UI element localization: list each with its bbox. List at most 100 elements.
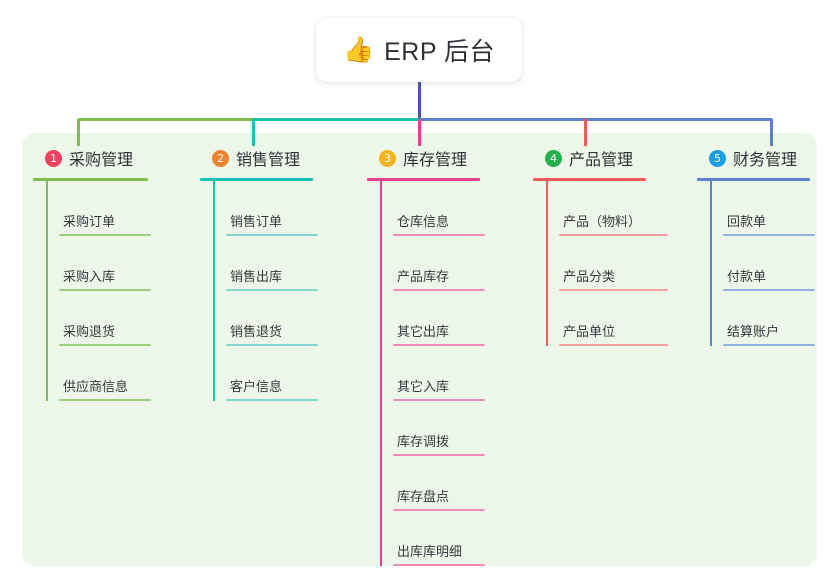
root-node-erp-backend[interactable]: 👍 ERP 后台 [316, 18, 522, 82]
column-items-5: 回款单付款单结算账户 [697, 181, 815, 346]
menu-item[interactable]: 产品库存 [393, 236, 485, 291]
menu-item-rule [226, 344, 318, 346]
column-items-2: 销售订单销售出库销售退货客户信息 [200, 181, 318, 401]
menu-item-label: 销售出库 [230, 269, 283, 284]
column-items-3: 仓库信息产品库存其它出库其它入库库存调拨库存盘点出库库明细 [367, 181, 485, 566]
menu-item-rule [226, 399, 318, 401]
column-title-1: 采购管理 [69, 152, 134, 169]
menu-item-rule [723, 234, 815, 236]
column-header-4[interactable]: 4 产品管理 [533, 146, 646, 170]
column-badge-2: 2 [212, 149, 229, 167]
column-spine-1 [46, 181, 48, 401]
column-spine-4 [546, 181, 548, 346]
menu-item-rule [59, 289, 151, 291]
menu-item[interactable]: 库存调拨 [393, 401, 485, 456]
column-header-1[interactable]: 1 采购管理 [33, 146, 148, 170]
menu-item-label: 销售订单 [230, 214, 283, 229]
menu-item[interactable]: 产品（物料） [559, 181, 668, 236]
menu-item-label: 其它入库 [397, 379, 450, 394]
menu-item-rule [226, 289, 318, 291]
column-header-3[interactable]: 3 库存管理 [367, 146, 480, 170]
menu-item[interactable]: 结算账户 [723, 291, 815, 346]
column-header-rule-4 [533, 178, 646, 181]
menu-item-label: 销售退货 [230, 324, 283, 339]
menu-item-rule [59, 344, 151, 346]
menu-item[interactable]: 采购订单 [59, 181, 151, 236]
menu-item-label: 产品库存 [397, 269, 450, 284]
menu-item[interactable]: 产品单位 [559, 291, 668, 346]
column-badge-5: 5 [709, 149, 726, 167]
column-header-5[interactable]: 5 财务管理 [697, 146, 810, 170]
menu-item[interactable]: 其它出库 [393, 291, 485, 346]
menu-item[interactable]: 采购入库 [59, 236, 151, 291]
menu-item[interactable]: 出库库明细 [393, 511, 485, 566]
menu-item-rule [393, 509, 485, 511]
menu-item-label: 结算账户 [727, 324, 780, 339]
thumbs-up-icon: 👍 [342, 35, 375, 64]
menu-item-rule [393, 234, 485, 236]
menu-item-rule [393, 564, 485, 566]
menu-item-label: 回款单 [727, 214, 767, 229]
column-header-rule-5 [697, 178, 810, 181]
column-header-rule-1 [33, 178, 148, 181]
menu-item[interactable]: 销售退货 [226, 291, 318, 346]
menu-item[interactable]: 供应商信息 [59, 346, 151, 401]
menu-item-rule [393, 344, 485, 346]
menu-item[interactable]: 回款单 [723, 181, 815, 236]
menu-item-rule [559, 289, 668, 291]
menu-item-rule [559, 344, 668, 346]
menu-item-rule [59, 399, 151, 401]
column-4: 4 产品管理产品（物料） 产品分类产品单位 [533, 146, 668, 346]
column-badge-4: 4 [545, 149, 562, 167]
menu-item[interactable]: 采购退货 [59, 291, 151, 346]
column-items-4: 产品（物料） 产品分类产品单位 [533, 181, 668, 346]
menu-item[interactable]: 销售订单 [226, 181, 318, 236]
column-title-2: 销售管理 [236, 152, 301, 169]
column-2: 2 销售管理销售订单销售出库销售退货客户信息 [200, 146, 318, 401]
column-badge-1: 1 [45, 149, 62, 167]
column-1: 1 采购管理采购订单采购入库采购退货供应商信息 [33, 146, 151, 401]
column-3: 3 库存管理仓库信息产品库存其它出库其它入库库存调拨库存盘点出库库明细 [367, 146, 485, 566]
menu-item-label: 采购订单 [63, 214, 116, 229]
column-title-4: 产品管理 [569, 152, 634, 169]
menu-item-label: 产品单位 [563, 324, 616, 339]
column-badge-3: 3 [379, 149, 396, 167]
menu-item[interactable]: 付款单 [723, 236, 815, 291]
menu-item-label: 库存盘点 [397, 489, 450, 504]
column-5: 5 财务管理回款单付款单结算账户 [697, 146, 815, 346]
menu-item-label: 仓库信息 [397, 214, 450, 229]
menu-item[interactable]: 客户信息 [226, 346, 318, 401]
menu-item[interactable]: 销售出库 [226, 236, 318, 291]
menu-item-label: 供应商信息 [63, 379, 129, 394]
diagram-background-panel [22, 133, 817, 566]
menu-item-label: 采购入库 [63, 269, 116, 284]
root-node-title: ERP 后台 [384, 38, 496, 66]
menu-item-rule [393, 289, 485, 291]
menu-item-rule [393, 399, 485, 401]
column-spine-5 [710, 181, 712, 346]
menu-item[interactable]: 产品分类 [559, 236, 668, 291]
column-header-rule-2 [200, 178, 313, 181]
menu-item-label: 付款单 [727, 269, 767, 284]
menu-item-label: 产品（物料） [563, 214, 642, 229]
menu-item[interactable]: 仓库信息 [393, 181, 485, 236]
menu-item-label: 采购退货 [63, 324, 116, 339]
menu-item-label: 库存调拨 [397, 434, 450, 449]
column-header-2[interactable]: 2 销售管理 [200, 146, 313, 170]
menu-item-label: 产品分类 [563, 269, 616, 284]
menu-item-rule [226, 234, 318, 236]
column-title-5: 财务管理 [733, 152, 798, 169]
menu-item-rule [559, 234, 668, 236]
column-spine-3 [380, 181, 382, 566]
menu-item-rule [723, 344, 815, 346]
menu-item-rule [59, 234, 151, 236]
menu-item-label: 出库库明细 [397, 544, 463, 559]
menu-item-label: 其它出库 [397, 324, 450, 339]
column-title-3: 库存管理 [403, 152, 468, 169]
column-header-rule-3 [367, 178, 480, 181]
menu-item[interactable]: 库存盘点 [393, 456, 485, 511]
menu-item-rule [393, 454, 485, 456]
column-spine-2 [213, 181, 215, 401]
menu-item[interactable]: 其它入库 [393, 346, 485, 401]
column-items-1: 采购订单采购入库采购退货供应商信息 [33, 181, 151, 401]
